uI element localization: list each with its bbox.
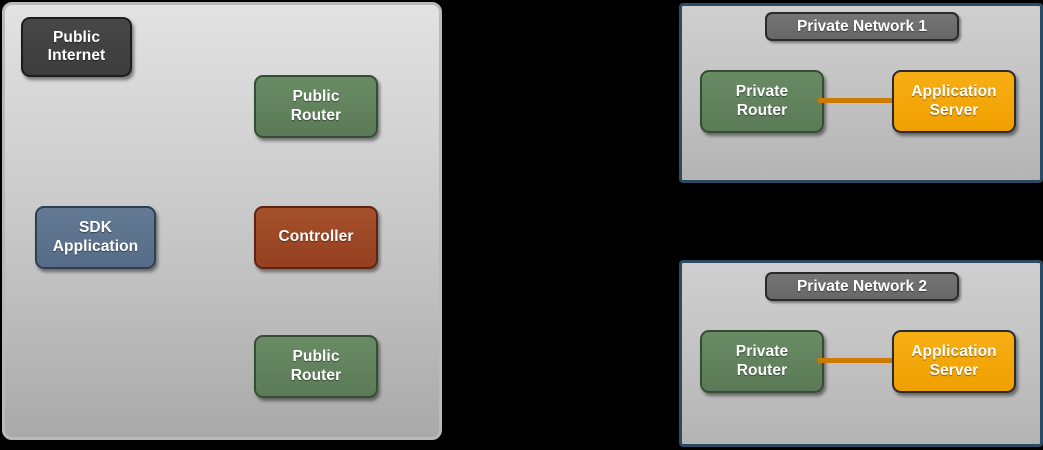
node-application-server-1[interactable]: Application Server (892, 70, 1016, 133)
public-cloud-panel: Public Internet Public Router SDK Applic… (2, 2, 442, 440)
node-application-server-2[interactable]: Application Server (892, 330, 1016, 393)
node-sdk-application[interactable]: SDK Application (35, 206, 156, 269)
link-private-router-1-to-application-server-1 (818, 98, 902, 103)
node-public-router-bottom[interactable]: Public Router (254, 335, 378, 398)
link-private-router-2-to-application-server-2 (818, 358, 902, 363)
node-public-router-top[interactable]: Public Router (254, 75, 378, 138)
private-network-1-title: Private Network 1 (765, 12, 959, 41)
node-private-router-2[interactable]: Private Router (700, 330, 824, 393)
node-public-internet[interactable]: Public Internet (21, 17, 132, 77)
node-private-router-1[interactable]: Private Router (700, 70, 824, 133)
node-controller[interactable]: Controller (254, 206, 378, 269)
private-network-2-title: Private Network 2 (765, 272, 959, 301)
